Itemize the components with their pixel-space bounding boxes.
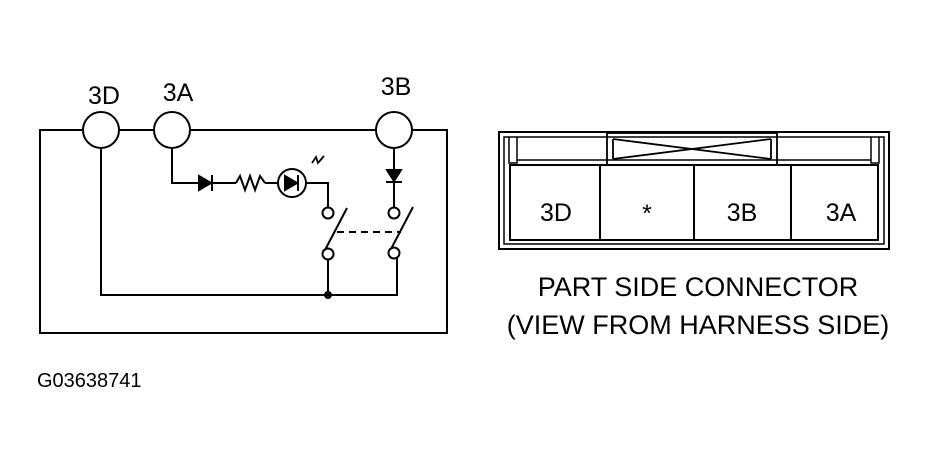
connector-right-rib	[870, 137, 880, 164]
terminal-label-3d: 3D	[88, 82, 120, 110]
terminal-3b	[375, 111, 413, 149]
wire-3a-branch	[171, 148, 199, 184]
figure-code: G03638741	[37, 370, 142, 392]
wire-led-to-switch	[306, 182, 329, 207]
connector-left-rib	[508, 137, 518, 164]
schematic	[39, 111, 448, 334]
junction-dot	[324, 291, 332, 299]
terminal-3a	[153, 111, 191, 149]
led-indicator-symbol	[277, 154, 325, 198]
terminal-3d	[82, 111, 120, 149]
switch-right-blade	[390, 206, 414, 250]
terminal-label-3a: 3A	[163, 79, 194, 107]
cavity-label-3b: 3B	[727, 199, 758, 227]
resistor-symbol	[235, 173, 266, 193]
switch-left-bottom-contact	[321, 247, 335, 261]
cavity-label-3d: 3D	[540, 199, 572, 227]
switch-right-bottom-contact	[387, 246, 401, 260]
switch-right-top-contact	[387, 206, 401, 220]
connector-housing	[498, 131, 890, 250]
terminal-label-3b: 3B	[381, 73, 412, 101]
diode-symbol-1	[198, 174, 213, 192]
switch-left-blade	[324, 207, 348, 251]
connector-caption-title: PART SIDE CONNECTOR	[538, 272, 859, 302]
cavity-label-3a: 3A	[826, 199, 857, 227]
connector-drawing	[498, 131, 890, 250]
cavity-label-unused: *	[642, 200, 652, 228]
outer-loop-wire	[39, 129, 448, 334]
connector-caption-subtitle: (VIEW FROM HARNESS SIDE)	[507, 310, 890, 340]
wire-3d-bottom	[100, 148, 398, 296]
switch-left-top-contact	[321, 206, 335, 220]
cavity-3a-box	[790, 164, 879, 241]
connector-housing-inner	[503, 136, 885, 245]
diode-symbol-2	[385, 169, 403, 183]
